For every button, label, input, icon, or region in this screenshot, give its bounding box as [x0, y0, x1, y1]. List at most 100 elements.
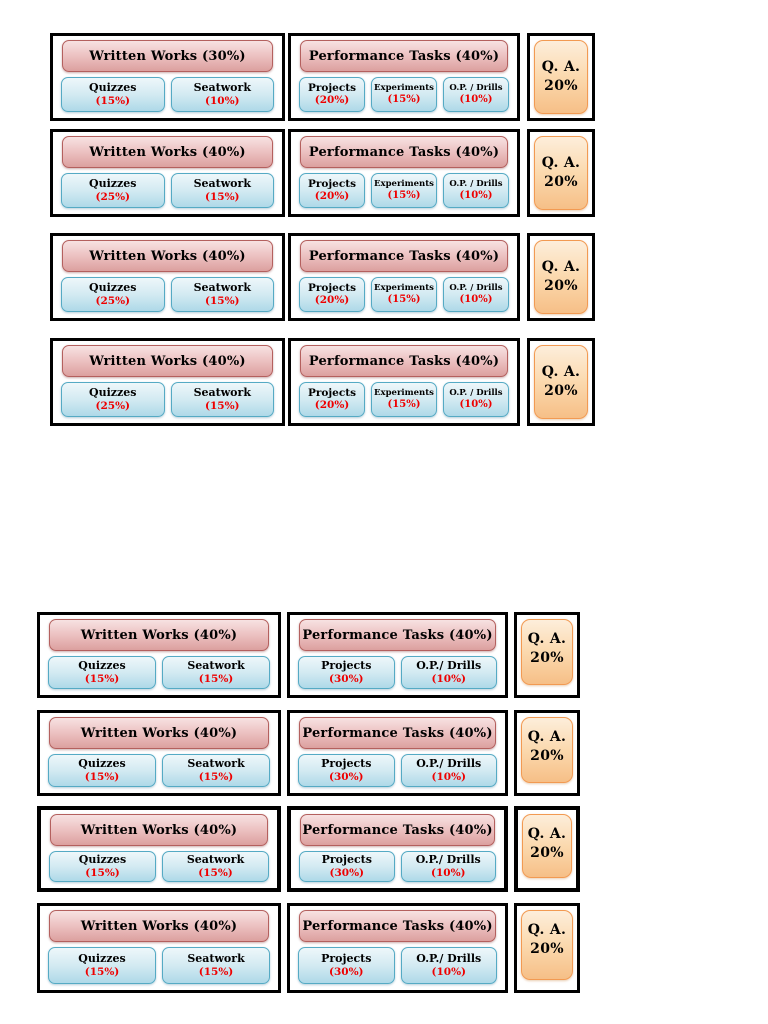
sub-box-experiments: Experiments(15%) — [371, 382, 437, 417]
sub-pct: (15%) — [84, 672, 120, 685]
sub-pct: (10%) — [431, 965, 467, 978]
qa-label: Q. A. — [527, 826, 567, 842]
sub-box-o-p-drills: O.P. / Drills(10%) — [443, 77, 509, 112]
written-works-title: Written Works (40%) — [49, 619, 269, 651]
sub-label: O.P./ Drills — [415, 852, 481, 866]
panel-qa: Q. A. 20% — [527, 338, 595, 426]
sub-pct: (10%) — [459, 294, 493, 306]
sub-label: Seatwork — [187, 658, 245, 672]
sub-box-experiments: Experiments(15%) — [371, 77, 437, 112]
grading-group-bottom: Written Works (40%)Quizzes(15%)Seatwork(… — [37, 612, 582, 993]
sub-label: Seatwork — [187, 756, 245, 770]
grading-row: Written Works (40%)Quizzes(25%)Seatwork(… — [50, 338, 595, 426]
sub-box-projects: Projects(20%) — [299, 277, 365, 312]
panel-qa: Q. A. 20% — [514, 710, 580, 796]
panel-qa: Q. A.20% — [527, 129, 595, 217]
panel-qa: Q. A.20% — [514, 903, 580, 993]
sub-label: Quizzes — [89, 385, 137, 399]
sub-box-seatwork: Seatwork(15%) — [162, 754, 270, 787]
grading-row: Written Works (30%)Quizzes(15%)Seatwork(… — [50, 33, 595, 121]
qa-percent: 20% — [544, 78, 578, 94]
sub-box-seatwork: Seatwork(15%) — [170, 277, 274, 312]
written-works-title: Written Works (40%) — [62, 240, 273, 272]
sub-pct: (15%) — [387, 399, 421, 411]
written-works-title: Written Works (40%) — [62, 345, 273, 377]
sub-box-seatwork: Seatwork(15%) — [170, 173, 274, 208]
performance-tasks-items: Projects(20%)Experiments(15%)O.P. / Dril… — [299, 382, 509, 417]
sub-box-projects: Projects(20%) — [299, 382, 365, 417]
qa-box: Q. A. 20% — [534, 40, 588, 114]
sub-label: Quizzes — [78, 852, 127, 866]
sub-label: Experiments — [374, 282, 434, 293]
sub-box-quizzes: Quizzes(15%) — [49, 851, 156, 882]
qa-box: Q. A.20% — [521, 910, 573, 980]
panel-qa: Q. A.20% — [514, 806, 580, 892]
performance-tasks-title: Performance Tasks (40%) — [300, 345, 508, 377]
panel-performance-tasks: Performance Tasks (40%)Projects(30%)O.P.… — [287, 612, 508, 698]
sub-box-seatwork: Seatwork(15%) — [170, 382, 274, 417]
sub-label: Seatwork — [193, 385, 251, 399]
panel-written-works: Written Works (40%)Quizzes(25%)Seatwork(… — [50, 233, 285, 321]
performance-tasks-title: Performance Tasks (40%) — [300, 40, 508, 72]
sub-box-experiments: Experiments(15%) — [371, 277, 437, 312]
sub-label: Seatwork — [186, 852, 245, 866]
written-works-items: Quizzes(25%)Seatwork(15%) — [61, 173, 274, 208]
panel-written-works: Written Works (40%) Quizzes(15%) Seatwork (… — [37, 612, 281, 698]
sub-label: Projects — [321, 658, 372, 672]
sub-pct: (15%) — [387, 190, 421, 202]
sub-box-quizzes: Quizzes(15%) — [61, 77, 165, 112]
performance-tasks-title: Performance Tasks (40%) — [299, 910, 496, 942]
sub-label: Quizzes — [78, 658, 126, 672]
panel-performance-tasks: Performance Tasks (40%)Projects(30%)O.P.… — [287, 710, 508, 796]
sub-label: Experiments — [374, 178, 434, 189]
qa-label: Q. A. — [527, 922, 567, 938]
qa-label: Q. A. — [541, 59, 581, 76]
grading-group-top: Written Works (30%)Quizzes(15%)Seatwork(… — [50, 33, 595, 426]
grading-row: Written Works (40%)Quizzes(25%)Seatwork(… — [50, 129, 595, 217]
sub-box-projects: Projects(20%) — [299, 173, 365, 208]
panel-written-works: Written Works (40%)Quizzes(15%)Seatwork(… — [37, 903, 281, 993]
sub-label: Quizzes — [78, 756, 126, 770]
panel-performance-tasks: Performance Tasks (40%) Projects(20%)Expe… — [288, 338, 520, 426]
sub-box-quizzes: Quizzes(15%) — [48, 656, 156, 689]
written-works-title: Written Works (40%) — [49, 717, 269, 749]
performance-tasks-title: Performance Tasks (40%) — [300, 240, 508, 272]
performance-tasks-title: Performance Tasks (40%) — [299, 717, 496, 749]
sub-box-o-p-drills: O.P./ Drills(10%) — [400, 754, 497, 787]
panel-performance-tasks: Performance Tasks (40%)Projects(30%)O.P.… — [287, 806, 508, 892]
sub-box-projects: Projects(30%) — [298, 656, 395, 689]
qa-box: Q. A. 20% — [534, 345, 588, 419]
panel-performance-tasks: Performance Tasks (40%)Projects(20%)Expe… — [288, 33, 520, 121]
written-works-items: Quizzes(15%)Seatwork(15%) — [49, 851, 269, 882]
panel-written-works: Written Works (30%)Quizzes(15%)Seatwork(… — [50, 33, 285, 121]
qa-percent: 20% — [530, 747, 564, 764]
panel-written-works: Written Works (40%)Quizzes(25%)Seatwork(… — [50, 129, 285, 217]
performance-tasks-title: Performance Tasks (40%) — [300, 814, 495, 846]
sub-pct: (10%) — [459, 399, 493, 411]
sub-box-o-p-drills: O.P. / Drills(10%) — [443, 382, 509, 417]
sub-pct: (10%) — [431, 672, 467, 685]
qa-box: Q. A. 20% — [521, 717, 573, 783]
sub-pct: (25%) — [95, 399, 131, 412]
sub-label: O.P./ Drills — [416, 658, 482, 672]
sub-label: Quizzes — [89, 176, 137, 190]
panel-qa: Q. A.20% — [514, 612, 580, 698]
qa-label: Q. A. — [541, 364, 581, 381]
sub-label: Seatwork — [193, 176, 251, 190]
sub-label: Projects — [307, 282, 357, 295]
sub-label: O.P./ Drills — [416, 756, 482, 770]
qa-percent: 20% — [544, 278, 578, 294]
qa-percent: 20% — [544, 383, 578, 399]
sub-label: Quizzes — [89, 80, 137, 94]
sub-label: Quizzes — [89, 280, 137, 294]
qa-label: Q. A. — [527, 729, 567, 745]
grading-row: Written Works (40%) Quizzes(15%) Seatwork (… — [37, 612, 582, 698]
sub-label: Projects — [307, 82, 357, 95]
qa-box: Q. A.20% — [521, 619, 573, 685]
sub-label: Projects — [307, 178, 357, 191]
sub-box-seatwork: Seatwork(15%) — [162, 851, 269, 882]
performance-tasks-items: Projects(30%) O.P./ Drills(10%) — [298, 656, 497, 689]
sub-pct: (15%) — [198, 866, 233, 879]
written-works-title: Written Works (30%) — [62, 40, 273, 72]
